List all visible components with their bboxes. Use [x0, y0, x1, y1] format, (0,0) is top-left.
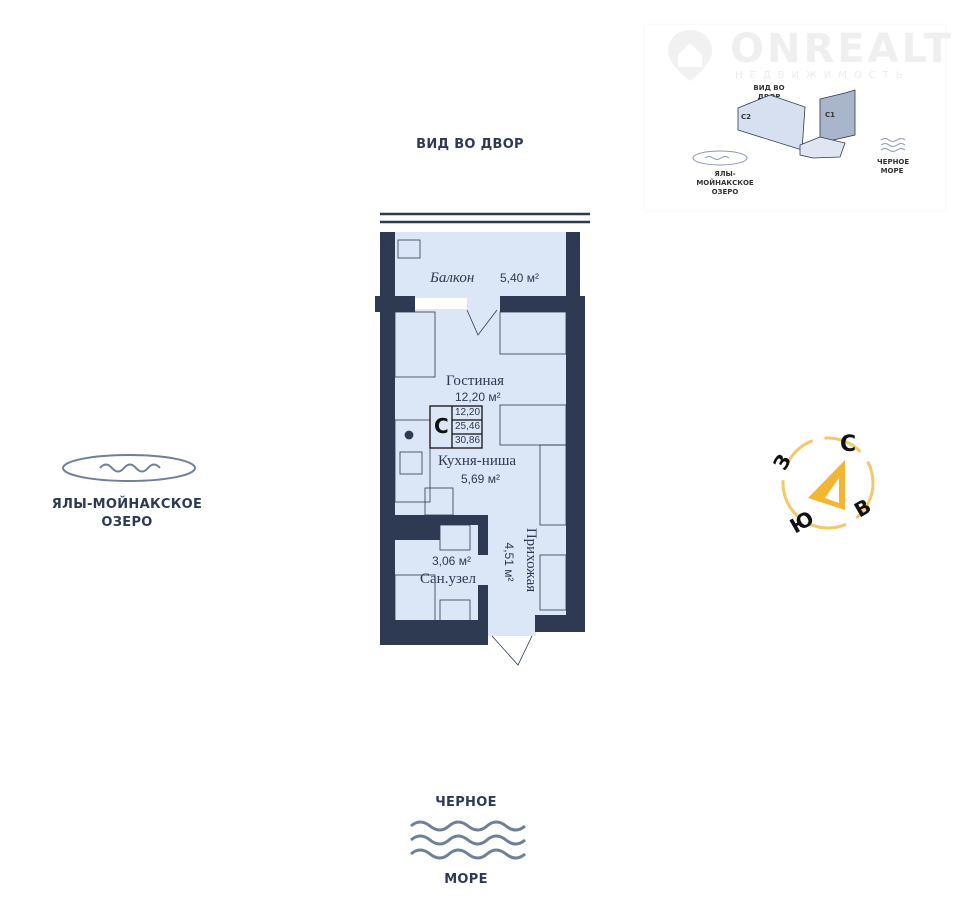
inset-c2: C2	[741, 113, 752, 121]
inset-sea-label: ЧЕРНОЕ МОРЕ	[877, 158, 910, 175]
compass-icon	[781, 436, 875, 530]
floor-area	[395, 232, 567, 620]
logo-icon	[668, 30, 712, 81]
apartment-living-area: 12,20	[455, 407, 481, 418]
lake-label-line2: ОЗЕРО	[101, 515, 153, 530]
lake-label-line1: ЯЛЫ-МОЙНАКСКОЕ	[51, 497, 203, 512]
balcony-door-swing	[466, 309, 498, 336]
living-name: Гостиная	[446, 373, 505, 389]
walls	[375, 232, 585, 645]
logo-subtitle: НЕДВИЖИМОСТЬ	[735, 70, 910, 81]
logo-text: ONREALT	[730, 26, 954, 72]
inset-lake-label: ЯЛЫ-МОЙНАКСКОЕ ОЗЕРО	[696, 170, 754, 196]
hall-name: Прихожая	[523, 527, 539, 593]
apartment-total-area: 30,86	[455, 435, 481, 446]
view-courtyard-label: ВИД ВО ДВОР	[416, 137, 524, 152]
hall-area: 4,51 м²	[502, 542, 516, 582]
balcony-railing	[380, 212, 590, 224]
inset-c1: C1	[825, 111, 836, 119]
furniture	[394, 239, 567, 626]
window	[415, 298, 467, 309]
living-area: 12,20 м²	[455, 390, 501, 404]
area-table	[429, 405, 483, 449]
bathroom-name: Сан.узел	[420, 571, 477, 587]
lake-icon	[62, 454, 196, 482]
apartment-type: C	[434, 414, 449, 438]
balcony-area: 5,40 м²	[500, 271, 539, 285]
bathroom-area: 3,06 м²	[432, 554, 471, 568]
sea-label-line2: МОРЕ	[444, 872, 488, 887]
kitchen-area: 5,69 м²	[461, 472, 500, 486]
compass-north: С	[840, 432, 857, 457]
entrance-door-swing	[491, 635, 533, 666]
sea-label-line1: ЧЕРНОЕ	[435, 795, 497, 810]
sea-waves-icon	[410, 820, 526, 860]
buildings-diagram	[692, 89, 906, 166]
location-inset: ONREALT НЕДВИЖИМОСТЬ ВИД ВО ДВОР C2 C1 Я…	[645, 25, 951, 210]
apartment-useful-area: 25,46	[455, 421, 481, 432]
kitchen-name: Кухня-ниша	[438, 453, 517, 469]
balcony-name: Балкон	[430, 270, 475, 286]
